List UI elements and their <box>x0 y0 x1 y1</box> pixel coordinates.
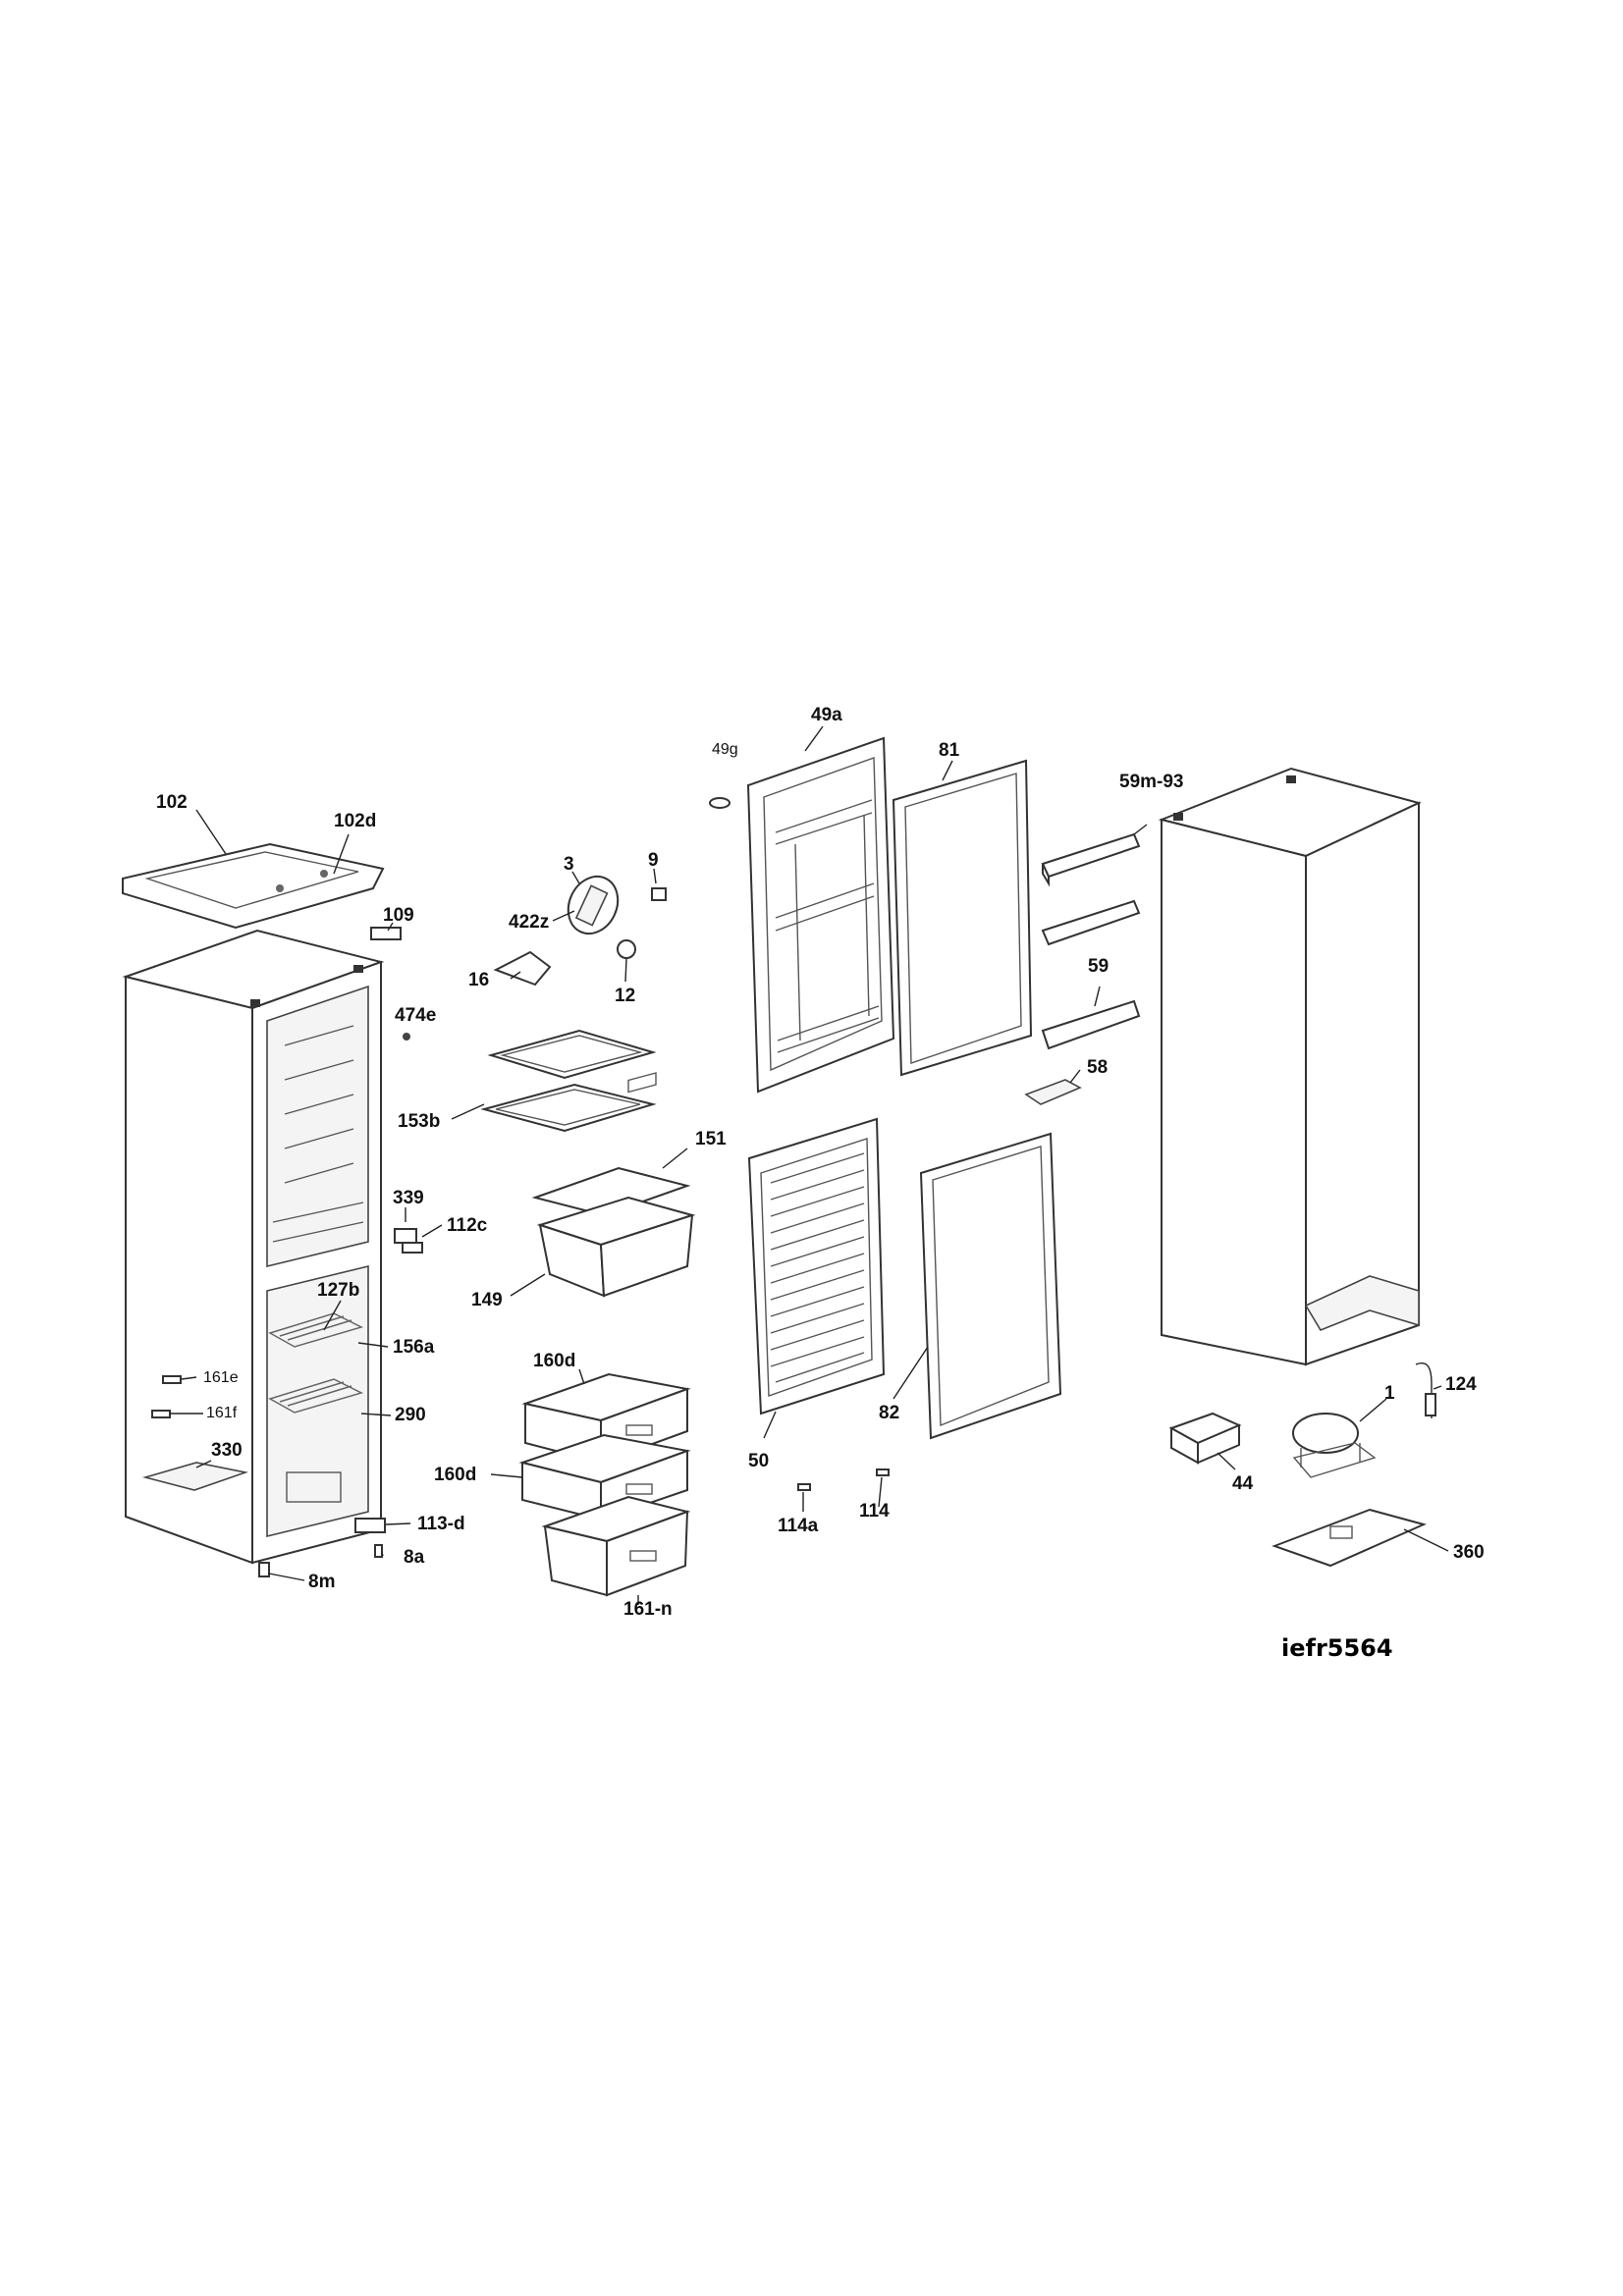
label-49g: 49g <box>712 741 738 758</box>
label-50: 50 <box>748 1451 769 1471</box>
label-156a: 156a <box>393 1337 435 1358</box>
hinge-112c <box>394 1228 423 1254</box>
hinge-113-d <box>354 1518 386 1533</box>
tray-330 <box>141 1462 249 1491</box>
label-109: 109 <box>383 905 414 926</box>
gasket-81 <box>892 759 1033 1077</box>
part-49g <box>709 797 730 809</box>
label-124: 124 <box>1445 1374 1477 1395</box>
leader-lines <box>170 725 1449 1605</box>
label-81: 81 <box>939 740 960 761</box>
label-290: 290 <box>395 1405 426 1425</box>
fridge-cabinet <box>122 929 385 1565</box>
label-16: 16 <box>468 970 489 990</box>
label-127b: 127b <box>317 1280 359 1301</box>
label-160d-mid: 160d <box>434 1465 476 1485</box>
ice-tray-58 <box>1024 1079 1082 1105</box>
label-8a: 8a <box>404 1547 425 1568</box>
label-3: 3 <box>564 854 574 875</box>
top-cover <box>122 842 385 930</box>
label-151: 151 <box>695 1129 727 1149</box>
label-161-n: 161-n <box>623 1599 673 1620</box>
label-149: 149 <box>471 1290 503 1310</box>
label-360: 360 <box>1453 1542 1485 1563</box>
label-49a: 49a <box>811 705 842 725</box>
base-plate-360 <box>1271 1508 1427 1568</box>
label-59: 59 <box>1088 956 1109 977</box>
label-339: 339 <box>393 1188 424 1208</box>
label-330: 330 <box>211 1440 243 1461</box>
part-labels: 102 102d 109 3 9 422z 16 12 474e 153b 15… <box>156 705 1485 1620</box>
label-1: 1 <box>1384 1383 1395 1404</box>
diagram-code: iefr5564 <box>1281 1634 1393 1662</box>
glass-shelves <box>480 1029 657 1133</box>
label-12: 12 <box>615 986 635 1006</box>
label-160d-top: 160d <box>533 1351 575 1371</box>
label-58: 58 <box>1087 1057 1108 1078</box>
sensor-124 <box>1415 1362 1436 1418</box>
lower-door-50 <box>747 1117 886 1415</box>
label-8m: 8m <box>308 1572 335 1592</box>
relay-box-44 <box>1168 1412 1242 1465</box>
label-44: 44 <box>1232 1473 1254 1494</box>
label-114: 114 <box>859 1501 890 1522</box>
label-422z: 422z <box>509 912 549 933</box>
gasket-82 <box>919 1132 1062 1440</box>
label-112c: 112c <box>447 1215 488 1236</box>
label-102d: 102d <box>334 811 376 831</box>
hinge-109 <box>370 927 402 940</box>
screw-8a <box>374 1544 383 1558</box>
door-shelves-59 <box>1041 832 1141 1050</box>
label-474e: 474e <box>395 1005 436 1026</box>
foot-8m <box>258 1562 270 1577</box>
plug-474e <box>403 1033 410 1041</box>
part-114a <box>797 1483 811 1491</box>
freezer-drawers <box>518 1372 691 1597</box>
label-82: 82 <box>879 1403 899 1423</box>
label-153b: 153b <box>398 1111 440 1132</box>
compressor-1 <box>1292 1413 1377 1478</box>
label-113-d: 113-d <box>417 1514 465 1534</box>
label-114a: 114a <box>778 1516 819 1536</box>
thermostat-assembly <box>493 875 667 987</box>
upper-door-49a <box>746 736 895 1094</box>
part-161e <box>162 1375 182 1384</box>
label-161f: 161f <box>206 1405 238 1421</box>
label-161e: 161e <box>203 1369 239 1386</box>
label-9: 9 <box>648 850 659 871</box>
label-59m-93: 59m-93 <box>1119 772 1184 792</box>
outer-casing <box>1158 767 1422 1366</box>
part-161f <box>151 1410 171 1418</box>
label-102: 102 <box>156 792 188 813</box>
part-114 <box>876 1468 890 1476</box>
crisper <box>531 1072 696 1298</box>
